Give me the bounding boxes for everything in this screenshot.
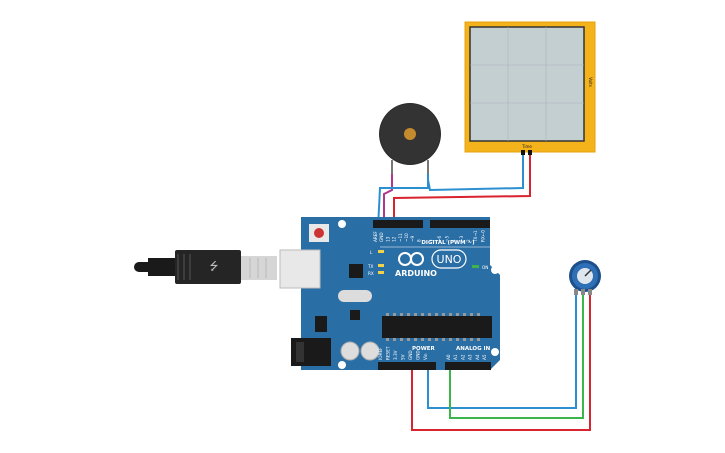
analog-pin-label: A4	[475, 354, 480, 360]
power-pin-label: Vin	[423, 353, 428, 360]
analog-header[interactable]	[445, 362, 491, 370]
digital-pin-label: ~6	[437, 235, 442, 242]
digital-pin-label: ~5	[444, 235, 449, 242]
digital-pin-label: 12	[392, 236, 397, 242]
oscilloscope-display[interactable]: Volts Time	[464, 21, 596, 155]
analog-pin-label: A1	[453, 354, 458, 360]
led-rx-label: RX	[368, 271, 374, 276]
digital-pin-label: 7	[430, 239, 435, 242]
power-label: POWER	[412, 346, 436, 352]
analog-pin-label: A0	[446, 354, 451, 360]
digital-pin-label: 13	[385, 236, 390, 242]
microcontroller-chip	[382, 316, 492, 338]
digital-pin-label: TX→1	[473, 230, 478, 243]
analog-pin-label: A3	[468, 354, 473, 360]
power-pin-label: IOREF	[378, 347, 383, 360]
power-pin-label: 3.3V	[393, 350, 398, 360]
digital-pin-label: ~9	[410, 235, 415, 242]
usb-icon: ⭍	[209, 260, 218, 273]
brand-label: ARDUINO	[395, 269, 437, 278]
display-time-label: Time	[521, 144, 532, 149]
wire-pot-red[interactable]	[411, 288, 591, 431]
wire-pot-green[interactable]	[449, 288, 584, 419]
power-header[interactable]	[378, 362, 436, 370]
digital-pin-label: ~11	[398, 233, 403, 242]
wire-buzzer-magenta[interactable]	[383, 172, 393, 228]
arduino-logo-icon	[398, 252, 424, 266]
led-l-label: L	[370, 250, 373, 255]
led-tx-label: TX	[367, 264, 374, 269]
display-vert-label: Volts	[588, 77, 593, 87]
wire-display-blue[interactable]	[427, 152, 524, 192]
digital-pin-label: RX←0	[480, 230, 485, 242]
on-label: ON	[482, 265, 488, 270]
digital-pin-label: GND	[379, 232, 384, 242]
digital-header-left[interactable]	[373, 220, 423, 228]
digital-pin-label: ~3	[459, 235, 464, 242]
digital-pin-label: ~10	[404, 233, 409, 242]
power-pin-label: GND	[416, 350, 421, 360]
wire-pot-blue[interactable]	[427, 288, 577, 409]
digital-header-right[interactable]	[430, 220, 490, 228]
model-label: UNO	[437, 253, 462, 266]
digital-pin-label: 4	[452, 239, 457, 242]
digital-pin-label: 2	[466, 239, 471, 242]
analog-pin-label: A5	[482, 354, 487, 360]
wires	[377, 152, 591, 431]
potentiometer[interactable]	[569, 260, 601, 295]
digital-label: DIGITAL (PWM ~)	[421, 240, 475, 246]
analog-pin-label: A2	[460, 354, 465, 360]
digital-pin-label: AREF	[373, 231, 378, 242]
digital-pin-label: 8	[416, 239, 421, 242]
usb-cable[interactable]: ⭍	[134, 250, 277, 284]
power-pin-label: 5V	[401, 354, 406, 360]
wire-display-red[interactable]	[393, 152, 531, 228]
piezo-buzzer[interactable]	[379, 103, 441, 174]
analog-label: ANALOG IN	[456, 346, 491, 352]
usb-port	[279, 249, 321, 289]
power-pin-label: RESET	[386, 346, 391, 360]
power-pin-label: GND	[408, 350, 413, 360]
